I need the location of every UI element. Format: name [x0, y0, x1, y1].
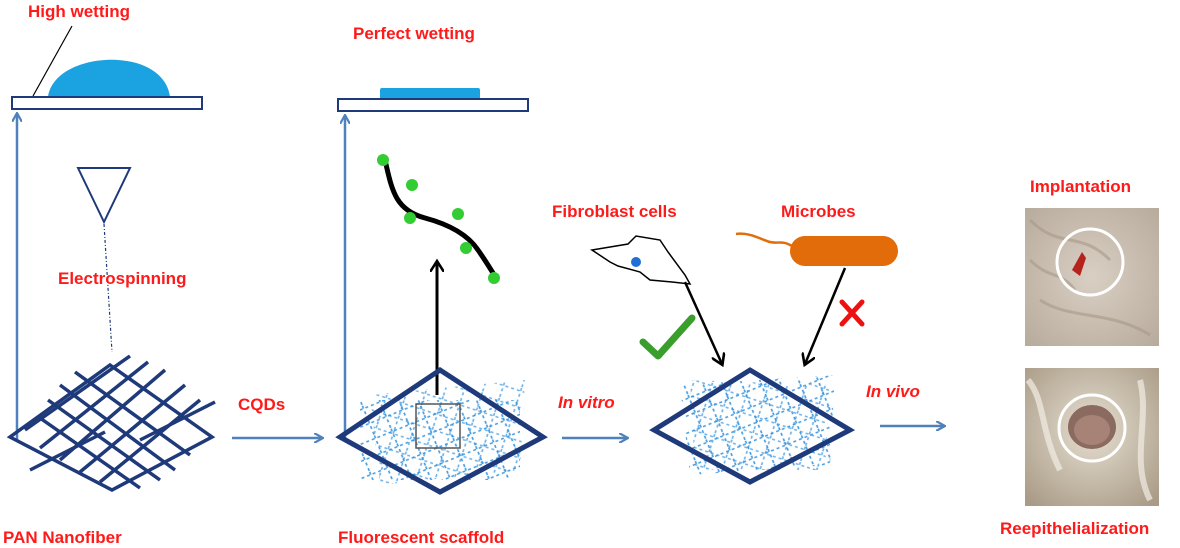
- in-vivo-step: In vivo: [866, 382, 944, 426]
- cqds-label: CQDs: [238, 395, 285, 414]
- in-vitro-label: In vitro: [558, 393, 615, 412]
- in-vitro-step: In vitro: [558, 393, 627, 438]
- stage-in-vivo: Implantation Reepithelialization: [1000, 177, 1159, 538]
- perfect-wetting-label: Perfect wetting: [353, 24, 475, 43]
- microbe-arrow: [805, 267, 847, 364]
- stage-pan-nanofiber: High wetting Electrospinning PAN Nanofib…: [3, 2, 216, 547]
- perfect-wetting-film: [380, 88, 480, 100]
- cross-icon: [839, 299, 865, 327]
- electrospinning-label: Electrospinning: [58, 269, 186, 288]
- electrospinning-nozzle-icon: [76, 167, 132, 225]
- wound-highlight-circle-1: [1055, 227, 1125, 297]
- wound-icon: [1072, 252, 1086, 276]
- cqds-step: CQDs: [232, 395, 322, 438]
- substrate-plate-2: [337, 98, 529, 112]
- pan-nanofiber-mesh: [6, 354, 216, 492]
- fluorescent-scaffold-label: Fluorescent scaffold: [338, 528, 504, 547]
- high-wetting-droplet: [48, 59, 170, 97]
- implantation-photo: [1025, 208, 1159, 346]
- check-icon: [639, 314, 696, 360]
- stage-in-vitro: Fibroblast cells Microbes: [552, 202, 898, 485]
- wound-highlight-circle-2: [1057, 393, 1127, 463]
- microbes-label: Microbes: [781, 202, 856, 221]
- pan-nanofiber-label: PAN Nanofiber: [3, 528, 122, 547]
- in-vivo-label: In vivo: [866, 382, 920, 401]
- cqd-fiber-icon: [377, 154, 500, 284]
- fibroblast-arrow: [683, 281, 722, 364]
- reepithelialization-photo: [1025, 368, 1159, 506]
- high-wetting-label: High wetting: [28, 2, 130, 21]
- fibroblast-cell-icon: [590, 235, 692, 285]
- stage-fluorescent-scaffold: Perfect wetting Fluorescent scaffold: [335, 24, 548, 547]
- fluorescent-scaffold-mesh: [335, 367, 548, 495]
- high-wetting-pointer: [32, 25, 73, 97]
- implantation-label: Implantation: [1030, 177, 1131, 196]
- substrate-plate-1: [11, 96, 203, 110]
- electrospinning-jet: [103, 223, 113, 353]
- fibroblast-cells-label: Fibroblast cells: [552, 202, 677, 221]
- in-vitro-scaffold-mesh: [649, 367, 856, 485]
- reepithelialization-label: Reepithelialization: [1000, 519, 1149, 538]
- zoom-box: [415, 403, 461, 449]
- microbe-icon: [735, 232, 898, 266]
